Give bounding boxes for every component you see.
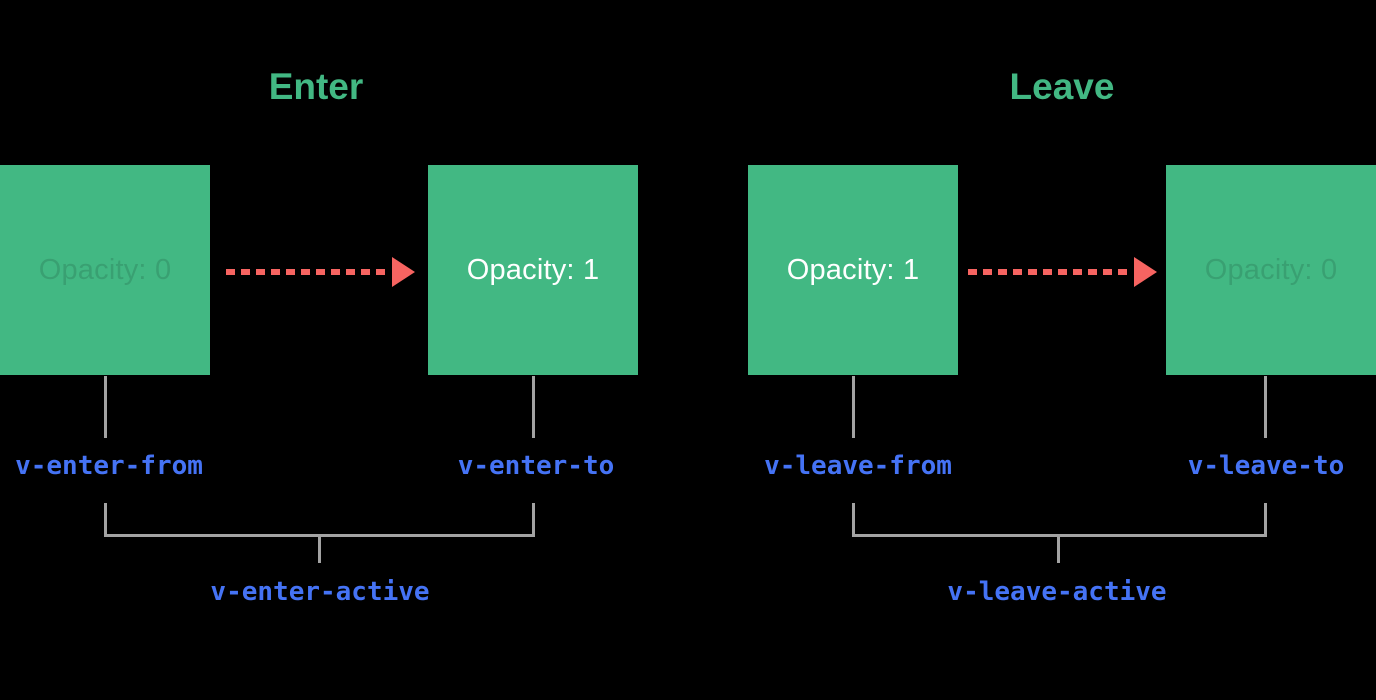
enter-section-title: Enter <box>268 66 364 107</box>
leave-active-bracket-left <box>852 503 855 537</box>
leave-active-class-label: v-leave-active <box>947 577 1167 607</box>
leave-active-bracket-stem <box>1057 537 1060 563</box>
enter-active-bracket-bar <box>104 534 535 537</box>
enter-to-box-label: Opacity: 1 <box>466 253 600 286</box>
enter-from-connector-line <box>104 376 107 438</box>
leave-to-connector-line <box>1264 376 1267 438</box>
leave-active-bracket-bar <box>852 534 1267 537</box>
enter-active-bracket-stem <box>318 537 321 563</box>
leave-section-title: Leave <box>1009 66 1115 107</box>
leave-from-box: Opacity: 1 <box>748 165 958 375</box>
enter-to-connector-line <box>532 376 535 438</box>
leave-from-connector-line <box>852 376 855 438</box>
enter-active-bracket-left <box>104 503 107 537</box>
leave-to-class-label: v-leave-to <box>1187 451 1345 481</box>
leave-to-box: Opacity: 0 <box>1166 165 1376 375</box>
leave-transition-arrow <box>968 257 1157 287</box>
leave-from-box-label: Opacity: 1 <box>786 253 920 286</box>
leave-to-box-label: Opacity: 0 <box>1204 253 1338 286</box>
enter-from-box-label: Opacity: 0 <box>38 253 172 286</box>
enter-transition-arrow <box>226 257 415 287</box>
enter-from-class-label: v-enter-from <box>15 451 203 481</box>
enter-active-bracket-right <box>532 503 535 537</box>
enter-from-box: Opacity: 0 <box>0 165 210 375</box>
enter-to-class-label: v-enter-to <box>457 451 615 481</box>
leave-active-bracket-right <box>1264 503 1267 537</box>
enter-active-class-label: v-enter-active <box>210 577 430 607</box>
enter-to-box: Opacity: 1 <box>428 165 638 375</box>
leave-from-class-label: v-leave-from <box>764 451 952 481</box>
